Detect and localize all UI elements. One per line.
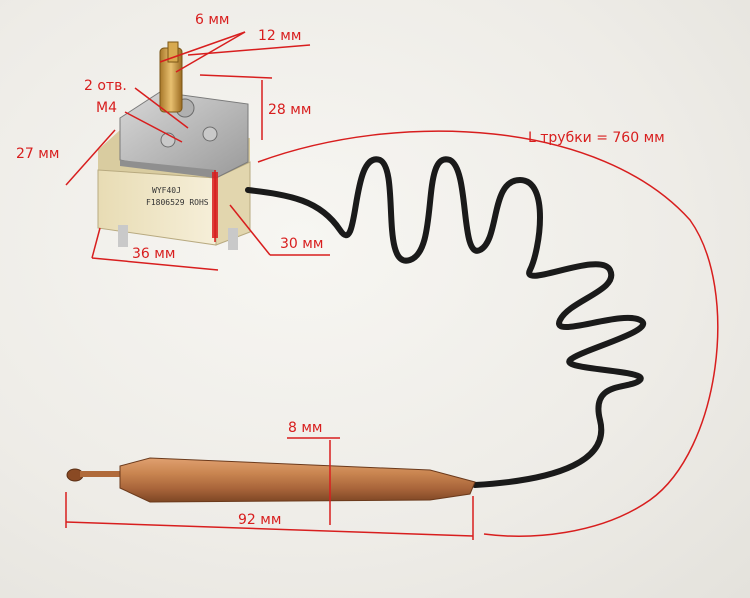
bulb-length-line	[65, 521, 474, 537]
height-top-label: 28 мм	[268, 102, 312, 118]
shaft-flat-label: 12 мм	[258, 28, 302, 44]
shaft-diameter-label: 6 мм	[195, 12, 230, 28]
bulb-diameter-label: 8 мм	[288, 420, 323, 436]
shaft-flat-line	[187, 44, 311, 56]
body-height-label: 30 мм	[280, 236, 324, 252]
holes-label: 2 отв.	[84, 78, 127, 94]
holes-leader	[134, 87, 189, 129]
capillary-wire	[245, 156, 647, 488]
width-line	[91, 257, 219, 271]
thermostat-body	[97, 41, 251, 250]
tube-length-arc	[257, 130, 719, 537]
depth-line	[65, 129, 116, 186]
depth-label: 27 мм	[16, 146, 60, 162]
thread-leader	[124, 111, 183, 143]
copper-bulb	[66, 457, 476, 503]
tube-length-label: L трубки = 760 мм	[528, 130, 665, 146]
thread-label: M4	[96, 100, 117, 116]
shaft-d-line	[159, 31, 246, 63]
body-marking-code: F1806529 ROHS	[146, 198, 209, 207]
body-marking-model: WYF40J	[152, 186, 181, 195]
bulb-length-label: 92 мм	[238, 512, 282, 528]
dimension-lines	[65, 31, 719, 540]
width-label: 36 мм	[132, 246, 176, 262]
